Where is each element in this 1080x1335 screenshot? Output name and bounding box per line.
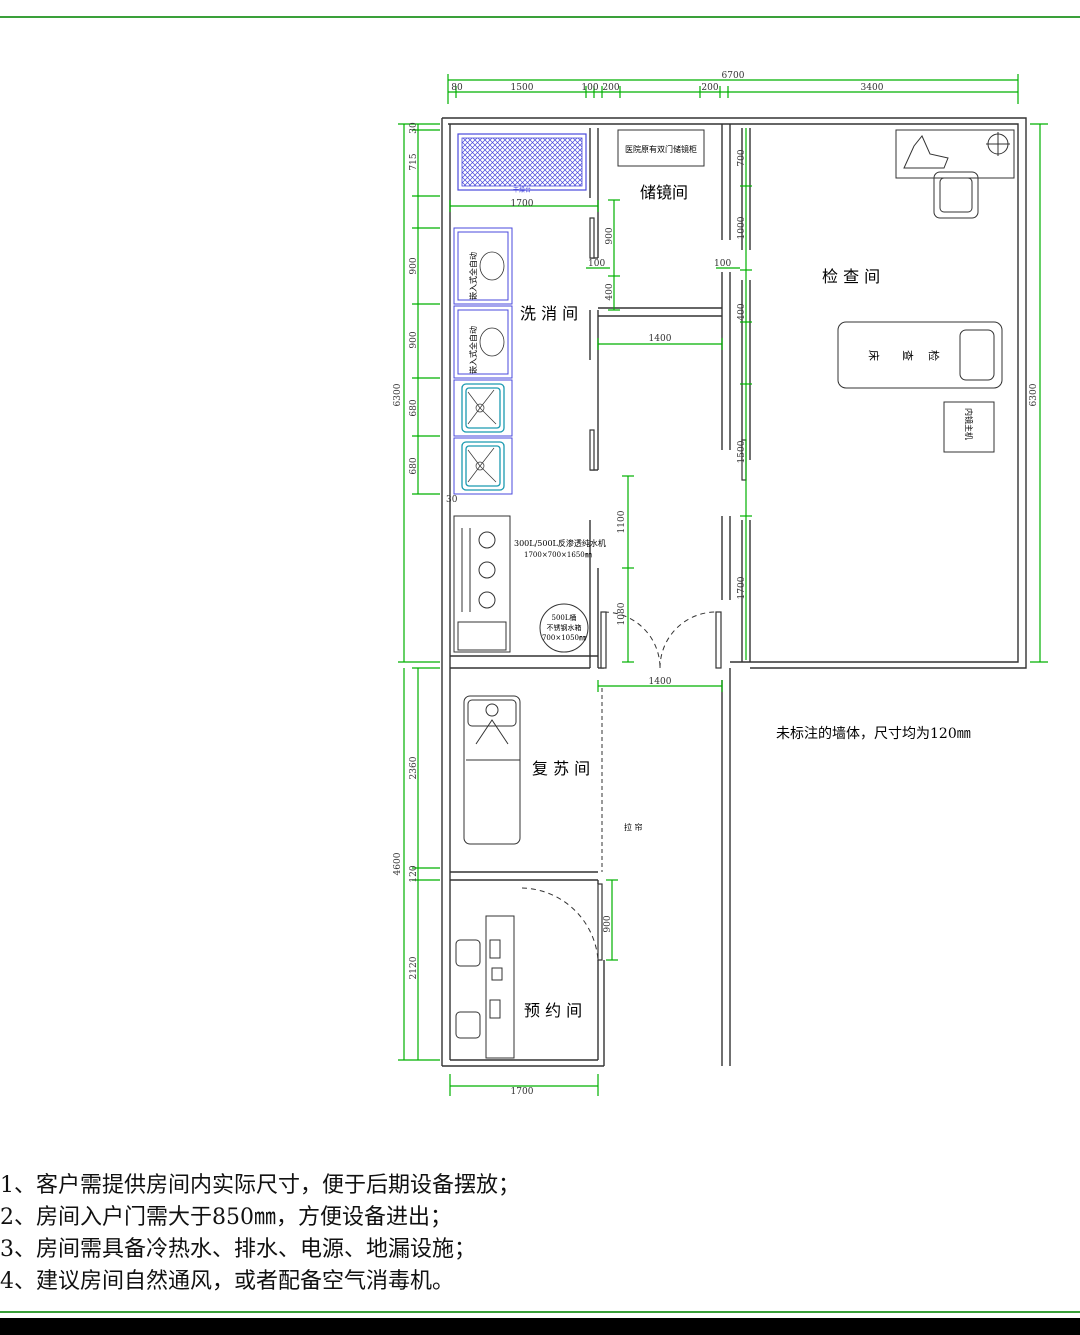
dim-top-200b: 200 [701, 83, 718, 93]
dim-right-6300: 6300 [1029, 383, 1039, 406]
ro-machine [453, 515, 511, 653]
reception-chair-icon [455, 939, 481, 1039]
dim-30: 30 [446, 495, 458, 505]
exam-bed [837, 321, 1003, 389]
dim-1700: 1700 [737, 576, 747, 599]
ro-label-line2: 1700×700×1650㎜ [524, 551, 592, 559]
dim-left-4600: 4600 [393, 852, 403, 875]
exam-desk [895, 129, 1015, 179]
walls [441, 117, 1027, 1067]
dim-100-b: 100 [714, 259, 731, 269]
dim-top-1500: 1500 [511, 83, 534, 93]
tank-label-1: 500L桶 [551, 613, 576, 622]
wall-note: 未标注的墙体，尺寸均为120㎜ [776, 726, 971, 742]
door-leaves [589, 217, 747, 961]
exam-bed-char-2: 查 [901, 350, 915, 361]
dim-900-a: 900 [605, 227, 615, 244]
dim-700: 700 [737, 149, 747, 166]
room-reception: 预 约 间 [524, 1001, 582, 1020]
dim-left-2360: 2360 [409, 756, 419, 779]
tank-label-3: 700×1050㎜ [542, 634, 586, 642]
dim-top-total: 6700 [722, 71, 745, 81]
dim-top-200: 200 [602, 83, 619, 93]
room-wash: 洗 消 间 [520, 304, 578, 323]
dim-top-3400: 3400 [861, 83, 884, 93]
door-swings [521, 611, 717, 961]
dimension-lines [398, 74, 1048, 1096]
dim-corridor-bottom: 1400 [649, 677, 672, 687]
ro-label-line1: 300L/500L反渗透纯水机 [514, 538, 606, 548]
dim-1100: 1100 [617, 510, 627, 533]
washer-units [453, 227, 513, 495]
tank-label-2: 不锈钢水箱 [547, 623, 582, 632]
curtain-label: 拉 帘 [624, 822, 643, 832]
recovery-bed [463, 695, 521, 845]
exam-bed-char-1: 检 [927, 350, 941, 361]
endoscope-host [943, 401, 995, 453]
dim-left-900a: 900 [409, 257, 419, 274]
sink-units [461, 383, 505, 491]
dimension-texts: 6700 80 1500 100 200 200 3400 1700 1400 … [393, 71, 1039, 1097]
bottom-bar [0, 1318, 1080, 1335]
note-3: 3、房间需具备冷热水、排水、电源、地漏设施； [0, 1237, 476, 1262]
rack-label: 干燥台 [513, 186, 531, 194]
dim-storage-width: 1700 [511, 199, 534, 209]
endoscope-host-label: 内镜主机 [964, 408, 974, 440]
drying-rack [457, 133, 587, 191]
cabinet [617, 129, 705, 167]
room-storage: 储镜间 [640, 183, 688, 202]
dim-left-715: 715 [409, 153, 419, 170]
dim-1500: 1500 [737, 440, 747, 463]
dim-left-120: 120 [409, 865, 419, 882]
water-tank [539, 603, 589, 653]
dim-left-680b: 680 [409, 457, 419, 474]
dim-400-a: 400 [605, 283, 615, 300]
dim-bottom-width: 1700 [511, 1087, 534, 1097]
dim-left-30: 30 [409, 122, 419, 134]
note-4: 4、建议房间自然通风，或者配备空气消毒机。 [0, 1269, 454, 1294]
dim-100-a: 100 [588, 259, 605, 269]
room-exam: 检 查 间 [822, 267, 880, 286]
washer-label-2: 嵌入式全自动 [468, 326, 478, 374]
washer-icon [479, 251, 505, 357]
notes-list: 1、客户需提供房间内实际尺寸，便于后期设备摆放； 2、房间入户门需大于850㎜，… [0, 1170, 520, 1298]
cabinet-label: 医院原有双门储镜柜 [625, 144, 697, 154]
dim-left-2120: 2120 [409, 956, 419, 979]
dim-left-6300: 6300 [393, 383, 403, 406]
dim-left-680a: 680 [409, 399, 419, 416]
exam-bed-char-3: 床 [867, 350, 881, 361]
dim-900-b: 900 [603, 915, 613, 932]
dim-corridor-top: 1400 [649, 334, 672, 344]
room-recovery: 复 苏 间 [532, 759, 590, 778]
dim-top-100: 100 [581, 83, 598, 93]
washer-label-1: 嵌入式全自动 [468, 252, 478, 300]
note-1: 1、客户需提供房间内实际尺寸，便于后期设备摆放； [0, 1173, 520, 1198]
dim-top-80: 80 [451, 83, 463, 93]
reception-desk [485, 915, 515, 1059]
note-2: 2、房间入户门需大于850㎜，方便设备进出； [0, 1205, 452, 1230]
sink-drain-icon [467, 389, 497, 483]
dim-1000: 1000 [737, 216, 747, 239]
dim-1080: 1080 [617, 602, 627, 625]
dim-left-900b: 900 [409, 331, 419, 348]
dim-400-b: 400 [737, 303, 747, 320]
chair-icon [933, 171, 979, 219]
